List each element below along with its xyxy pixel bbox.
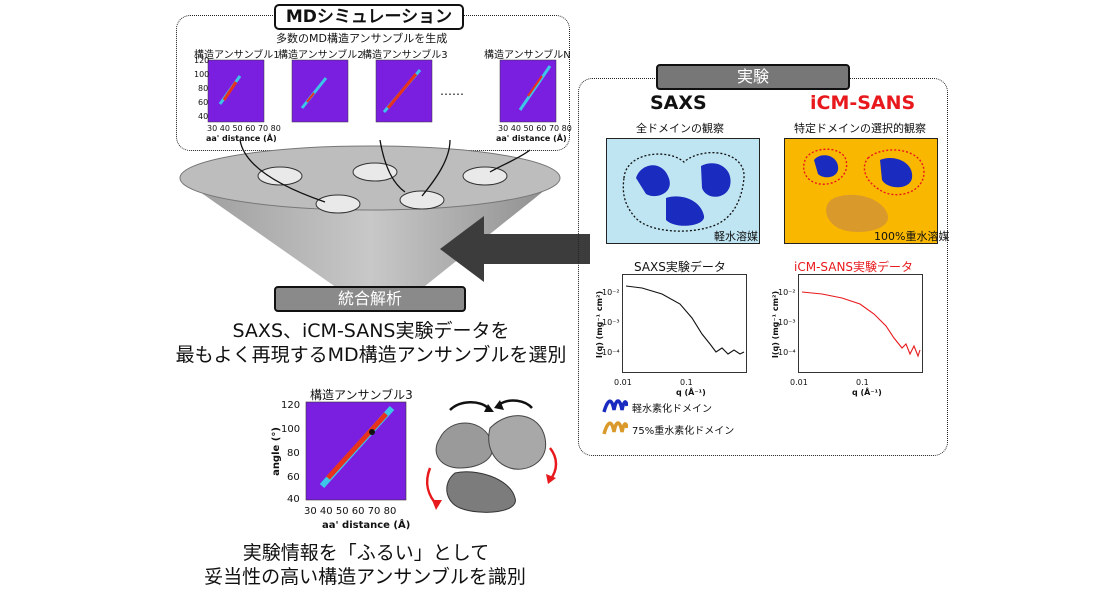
md-ytick-120: 120 xyxy=(194,56,210,65)
saxs-desc: 全ドメインの観察 xyxy=(636,122,724,135)
sieve-hole xyxy=(352,162,398,182)
md-xticks-1: 30 40 50 60 70 80 xyxy=(207,124,281,133)
saxs-solvent: 軽水溶媒 xyxy=(714,230,758,243)
legend-light-domain: 軽水素化ドメイン xyxy=(632,404,712,415)
sans-data-title: iCM-SANS実験データ xyxy=(794,260,914,274)
saxs-xtick-2: 0.1 xyxy=(680,378,693,387)
ensemble-label-2: 構造アンサンブル2 xyxy=(278,50,364,61)
saxs-xlabel: q (Å⁻¹) xyxy=(676,388,706,397)
integration-title: 統合解析 xyxy=(274,286,466,312)
saxs-curve-plot xyxy=(622,274,747,373)
md-ytick-80: 80 xyxy=(198,84,209,93)
sieve-hole xyxy=(399,190,445,210)
sans-header: iCM-SANS xyxy=(810,92,916,114)
ensemble-plot-1 xyxy=(207,59,265,123)
sieve-hole xyxy=(462,166,508,186)
saxs-ylabel: I(q) (mg⁻¹ cm²) xyxy=(595,290,605,359)
legend-blue-helix-icon xyxy=(602,399,628,413)
sans-ytick-3: 10⁻⁴ xyxy=(778,348,796,357)
result-line-2: 妥当性の高い構造アンサンブルを識別 xyxy=(204,566,526,588)
sel-ytick-80: 80 xyxy=(287,448,300,459)
sel-xticks: 30 40 50 60 70 80 xyxy=(304,506,397,517)
md-simulation-title: MDシミュレーション xyxy=(274,4,464,30)
md-ytick-60: 60 xyxy=(198,98,209,107)
md-ytick-100: 100 xyxy=(194,70,210,79)
result-line-1: 実験情報を「ふるい」として xyxy=(242,542,490,564)
sel-ytick-60: 60 xyxy=(287,472,300,483)
ensemble-label-3: 構造アンサンブル3 xyxy=(362,50,448,61)
sans-structure-image xyxy=(784,138,938,244)
ensemble-plot-n xyxy=(499,59,557,123)
sans-desc: 特定ドメインの選択的観察 xyxy=(794,122,926,135)
ensemble-plot-3 xyxy=(375,59,433,123)
sieve-hole xyxy=(257,166,303,186)
md-subtitle: 多数のMD構造アンサンブルを生成 xyxy=(276,32,448,45)
md-xlabel-n: aa' distance (Å) xyxy=(496,134,567,143)
sel-ylabel: angle (°) xyxy=(270,427,282,476)
saxs-ytick-2: 10⁻³ xyxy=(602,318,620,327)
sel-ytick-40: 40 xyxy=(287,494,300,505)
sans-xtick-1: 0.01 xyxy=(790,378,808,387)
sans-ylabel: I(q) (mg⁻¹ cm²) xyxy=(771,290,781,359)
selected-ensemble-label: 構造アンサンブル3 xyxy=(310,388,413,402)
sans-solvent: 100%重水溶媒 xyxy=(874,230,950,243)
sel-ytick-100: 100 xyxy=(281,424,301,435)
sieve-hole xyxy=(315,194,361,214)
md-ytick-40: 40 xyxy=(198,112,209,121)
experiment-title: 実験 xyxy=(656,64,850,90)
saxs-header: SAXS xyxy=(650,92,707,114)
ensemble-label-n: 構造アンサンブルN xyxy=(484,50,571,61)
legend-deuterated-domain: 75%重水素化ドメイン xyxy=(632,426,735,437)
sans-ytick-1: 10⁻² xyxy=(778,288,796,297)
ensemble-ellipsis: …… xyxy=(440,84,464,98)
protein-structure-icon xyxy=(426,399,558,513)
funnel-sieve xyxy=(179,140,561,290)
legend-orange-helix-icon xyxy=(602,421,628,435)
md-xlabel-1: aa' distance (Å) xyxy=(206,134,277,143)
sans-ytick-2: 10⁻³ xyxy=(778,318,796,327)
ensemble-plot-2 xyxy=(291,59,349,123)
sans-xlabel: q (Å⁻¹) xyxy=(852,388,882,397)
sans-xtick-2: 0.1 xyxy=(856,378,869,387)
sans-curve-plot xyxy=(798,274,923,373)
saxs-ytick-1: 10⁻² xyxy=(602,288,620,297)
saxs-structure-image xyxy=(606,138,760,244)
saxs-xtick-1: 0.01 xyxy=(614,378,632,387)
experiment-arrow xyxy=(440,216,590,282)
sel-xlabel: aa' distance (Å) xyxy=(322,520,411,531)
md-xticks-n: 30 40 50 60 70 80 xyxy=(498,124,572,133)
integration-line-2: 最もよく再現するMD構造アンサンブルを選別 xyxy=(175,344,567,366)
integration-line-1: SAXS、iCM-SANS実験データを xyxy=(232,320,510,342)
selected-ensemble-plot xyxy=(305,401,407,501)
saxs-data-title: SAXS実験データ xyxy=(634,260,726,274)
ensemble-label-1: 構造アンサンブル1 xyxy=(194,50,280,61)
sel-ytick-120: 120 xyxy=(281,400,301,411)
saxs-ytick-3: 10⁻⁴ xyxy=(602,348,620,357)
